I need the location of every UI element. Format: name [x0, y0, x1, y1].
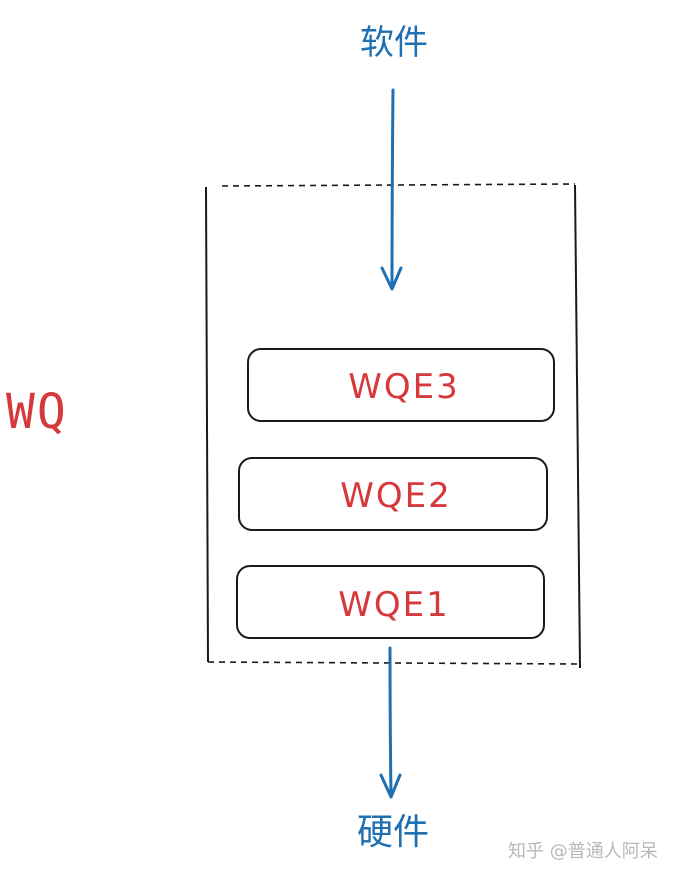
output-arrow-shaft — [388, 646, 393, 798]
wqe2-label: WQE2 — [340, 476, 452, 516]
wqe3-label: WQE3 — [348, 367, 460, 407]
wqe2-box — [238, 457, 548, 531]
input-arrow-head — [380, 266, 403, 291]
queue-left-wall — [205, 186, 209, 663]
queue-top-dashed-line — [221, 183, 576, 187]
wqe3-box — [247, 348, 555, 422]
wqe1-box — [236, 565, 545, 639]
software-label: 软件 — [360, 23, 428, 63]
queue-right-wall — [574, 184, 581, 669]
wqe1-label: WQE1 — [338, 585, 450, 625]
output-arrow-head — [379, 773, 402, 799]
hardware-label: 硬件 — [357, 812, 430, 853]
input-arrow-shaft — [390, 88, 395, 290]
work-queue-label: WQ — [6, 384, 68, 440]
watermark: 知乎 @普通人阿呆 — [508, 841, 658, 862]
queue-bottom-dashed-line — [207, 661, 579, 665]
